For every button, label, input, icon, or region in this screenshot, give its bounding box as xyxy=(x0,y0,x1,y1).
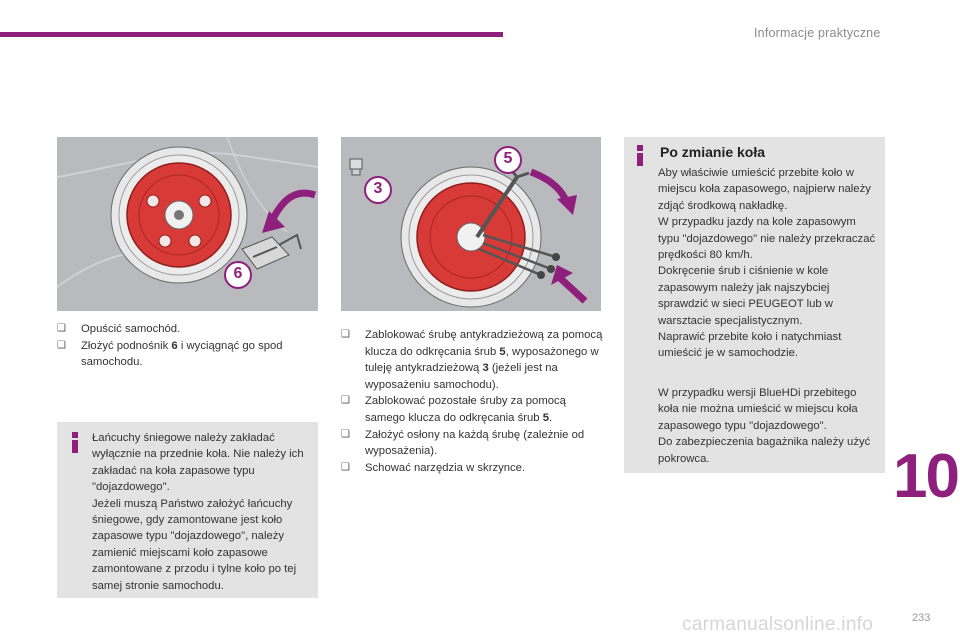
chapter-number: 10 xyxy=(893,442,960,511)
illustration-wheel-bolts: 5 3 xyxy=(341,137,601,311)
info-icon xyxy=(71,432,79,453)
after-change-paragraph-2: W przypadku wersji BlueHDi przebitego ko… xyxy=(658,387,871,465)
section-title: Informacje praktyczne xyxy=(754,26,881,40)
list-item: ❑ Schować narzędzia w skrzynce. xyxy=(341,460,603,477)
bolt-steps-list: ❑ Zablokować śrubę antykradzieżową za po… xyxy=(341,327,603,476)
after-change-info-box: Po zmianie koła Aby właściwie umieścić p… xyxy=(624,137,885,473)
watermark-text: carmanualsonline.info xyxy=(682,614,874,635)
callout-3: 3 xyxy=(373,180,383,197)
checkbox-bullet-icon: ❑ xyxy=(57,323,66,334)
page-number: 233 xyxy=(912,612,931,624)
illustration-jack-removal: 6 xyxy=(57,137,318,311)
list-item: ❑ Założyć osłony na każdą śrubę (zależni… xyxy=(341,428,585,458)
checkbox-bullet-icon: ❑ xyxy=(341,329,350,340)
info-icon xyxy=(636,145,644,166)
snow-chains-note: Łańcuchy śniegowe należy zakładać wyłącz… xyxy=(92,432,304,592)
list-item: ❑ Zablokować pozostałe śruby za pomocą s… xyxy=(341,395,566,424)
list-item: ❑ Opuścić samochód. xyxy=(57,321,307,338)
list-item: ❑ Zablokować śrubę antykradzieżową za po… xyxy=(341,329,603,391)
checkbox-bullet-icon: ❑ xyxy=(57,339,66,351)
checkbox-bullet-icon: ❑ xyxy=(341,461,350,473)
jack-steps-list: ❑ Opuścić samochód. ❑ Złożyć podnośnik 6… xyxy=(57,321,307,371)
callout-5: 5 xyxy=(503,150,513,167)
after-change-title: Po zmianie koła xyxy=(660,144,766,160)
checkbox-bullet-icon: ❑ xyxy=(341,428,350,440)
after-change-paragraph-1: Aby właściwie umieścić przebite koło w m… xyxy=(658,167,876,360)
snow-chains-info-box: Łańcuchy śniegowe należy zakładać wyłącz… xyxy=(57,422,318,598)
list-item: ❑ Złożyć podnośnik 6 i wyciągnąć go spod… xyxy=(57,339,283,369)
header-accent-bar xyxy=(0,32,503,37)
callout-6: 6 xyxy=(233,265,243,282)
checkbox-bullet-icon: ❑ xyxy=(341,395,350,407)
